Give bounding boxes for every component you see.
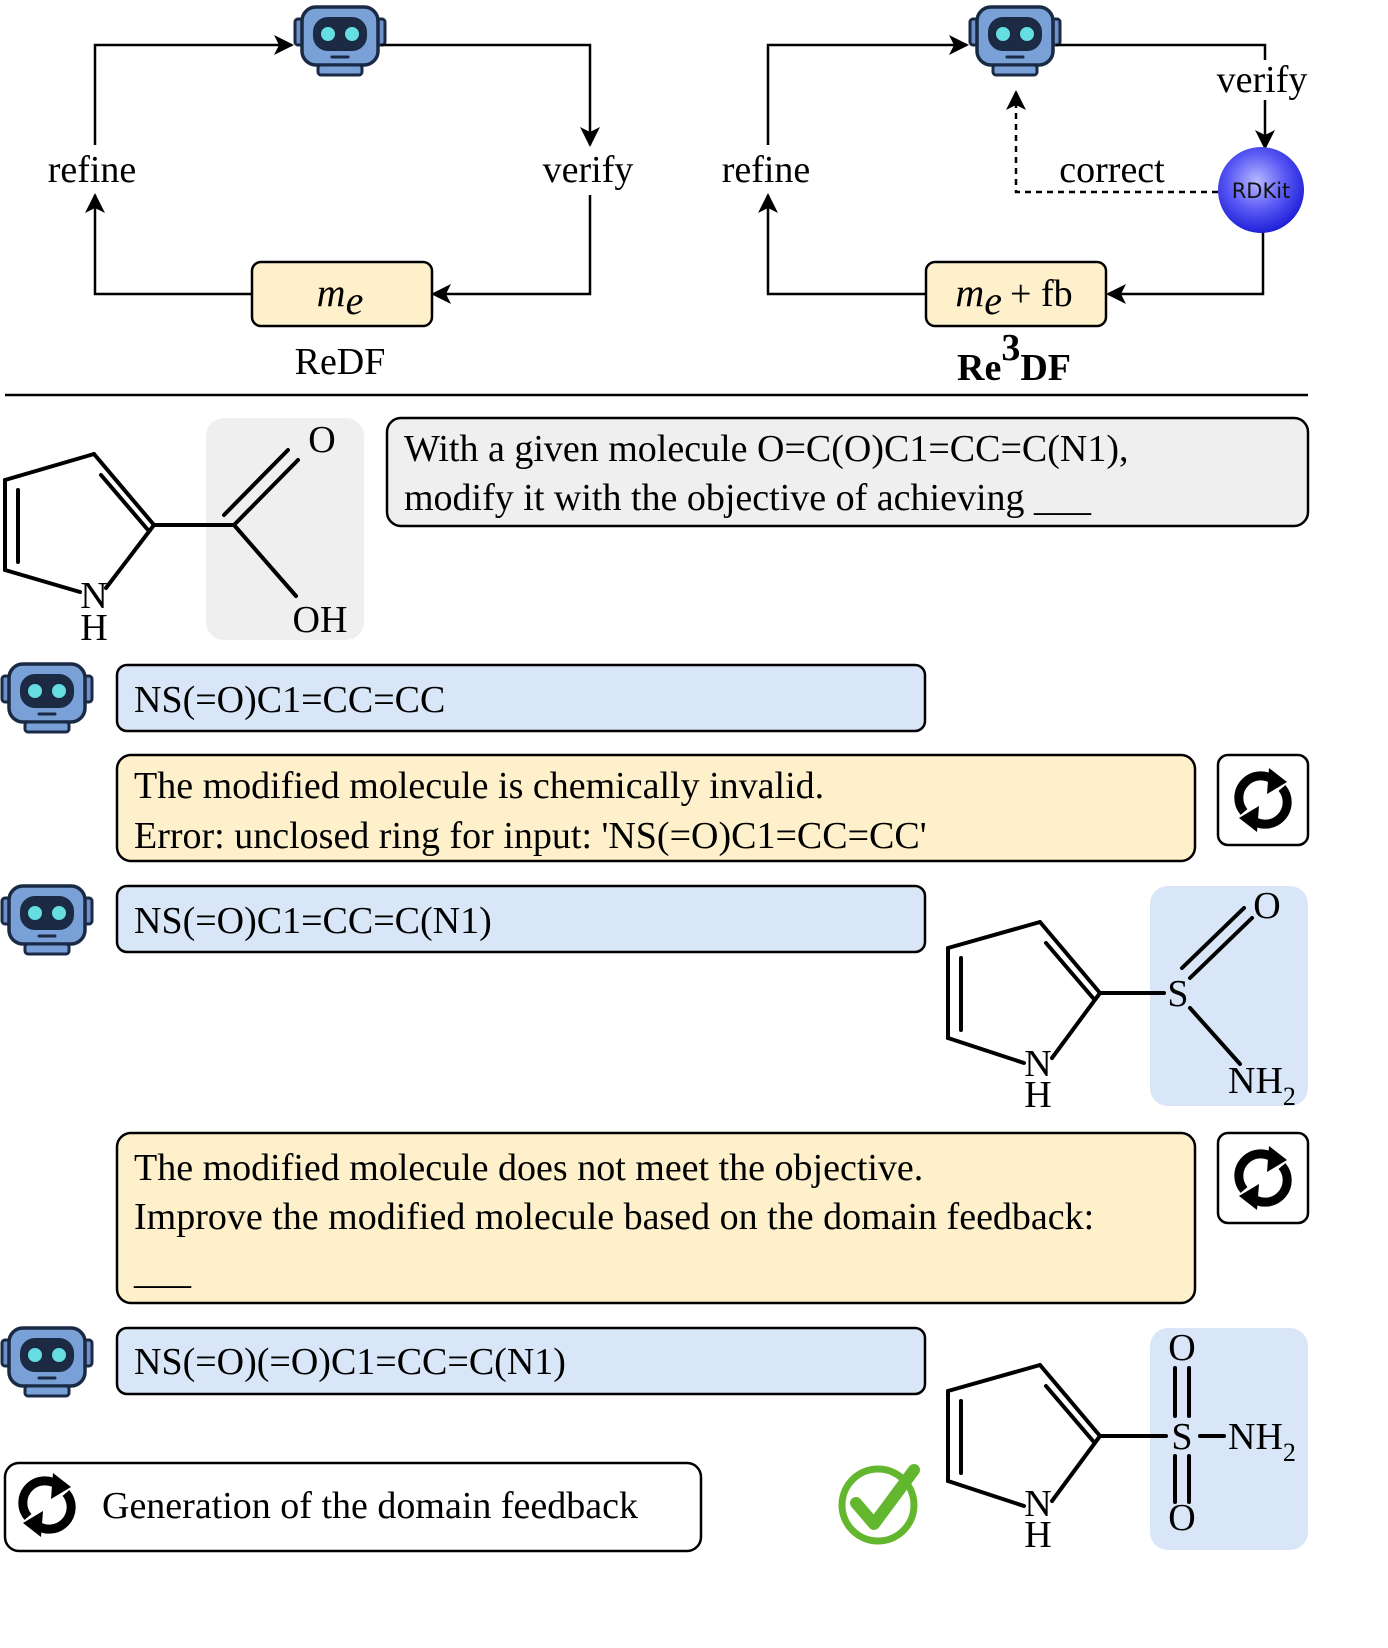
robot-icon (968, 5, 1062, 77)
molecule-feedback-box (924, 260, 1108, 328)
sulfinamide-highlight (1150, 886, 1308, 1106)
atom-o: O (1253, 885, 1280, 927)
verify-label: verify (1217, 59, 1308, 101)
response-3-box: NS(=O)(=O)C1=CC=C(N1) (115, 1326, 927, 1396)
atom-s: S (1171, 1416, 1192, 1458)
atom-n: N (1024, 1043, 1051, 1085)
atom-o-bottom: O (1168, 1497, 1195, 1539)
response-2-box: NS(=O)C1=CC=C(N1) (115, 884, 927, 954)
robot-icon (293, 5, 387, 77)
correct-label: correct (1059, 149, 1165, 191)
atom-s: S (1167, 973, 1188, 1015)
rdkit-icon: RDKit (1218, 147, 1304, 233)
carboxyl-highlight (206, 418, 364, 640)
atom-nh2: NH2 (1228, 1416, 1296, 1467)
re3df-title: Re3DF (957, 327, 1071, 389)
feedback-2-box: The modified molecule does not meet the … (115, 1131, 1197, 1305)
atom-h: H (1024, 1074, 1051, 1116)
input-molecule: O OH N H (3, 418, 364, 649)
feedback-1-box: The modified molecule is chemically inva… (115, 753, 1197, 863)
feedback-2-line-1: The modified molecule does not meet the … (134, 1147, 923, 1189)
molecule-box (250, 260, 434, 328)
feedback-1-refresh-icon (1216, 753, 1310, 847)
molecule-2: S O NH2 N H (946, 885, 1308, 1116)
check-icon (838, 1464, 920, 1545)
response-2-text: NS(=O)C1=CC=C(N1) (134, 900, 492, 942)
prompt-box: With a given molecule O=C(O)C1=CC=C(N1),… (385, 416, 1310, 528)
response-1-box: NS(=O)C1=CC=CC (115, 663, 927, 733)
molecule-feedback-expr: me+ fb (955, 270, 1072, 323)
redf-diagram: refine verify me ReDF (48, 5, 634, 383)
robot-icon (0, 1326, 94, 1398)
re3df-diagram: refine verify correct RDKit me+ fb Re3DF (722, 5, 1308, 389)
prompt-line-2: modify it with the objective of achievin… (404, 477, 1092, 519)
robot-icon (0, 662, 94, 734)
robot-icon (0, 884, 94, 956)
feedback-1-line-2: Error: unclosed ring for input: 'NS(=O)C… (134, 815, 927, 857)
prompt-line-1: With a given molecule O=C(O)C1=CC=C(N1), (404, 428, 1129, 470)
molecule-3: S O O NH2 N H (946, 1327, 1308, 1556)
response-1-text: NS(=O)C1=CC=CC (134, 679, 445, 721)
redf-title: ReDF (295, 341, 386, 383)
atom-n: N (1024, 1483, 1051, 1525)
atom-o: O (308, 419, 335, 461)
atom-nh2: NH2 (1228, 1060, 1296, 1111)
rdkit-label: RDKit (1232, 179, 1291, 203)
atom-n: N (80, 575, 107, 617)
legend-label: Generation of the domain feedback (102, 1485, 638, 1527)
feedback-2-line-2: Improve the modified molecule based on t… (134, 1196, 1094, 1238)
atom-oh: OH (293, 599, 348, 641)
feedback-2-refresh-icon (1216, 1131, 1310, 1225)
legend: Generation of the domain feedback (3, 1461, 703, 1553)
atom-h: H (1024, 1514, 1051, 1556)
feedback-1-line-1: The modified molecule is chemically inva… (134, 765, 824, 807)
atom-h: H (80, 607, 107, 649)
verify-label: verify (543, 149, 634, 191)
response-3-text: NS(=O)(=O)C1=CC=C(N1) (134, 1341, 566, 1383)
feedback-2-line-3: ___ (133, 1250, 192, 1292)
atom-o-top: O (1168, 1327, 1195, 1369)
molecule-var: me (317, 270, 364, 323)
refine-label: refine (48, 149, 137, 191)
refine-label: refine (722, 149, 811, 191)
